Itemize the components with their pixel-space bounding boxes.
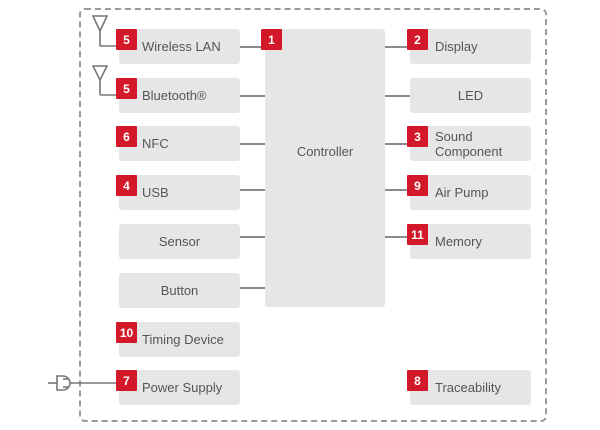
nfc-label: NFC: [142, 136, 169, 151]
air-pump-label: Air Pump: [435, 185, 489, 200]
controller-badge: 1: [261, 29, 282, 50]
antenna-icon: [91, 65, 118, 96]
sound-component-block: Sound Component: [410, 126, 531, 161]
sound-component-label: Sound Component: [435, 128, 503, 159]
button-block: Button: [119, 273, 240, 308]
air-pump-block: Air Pump: [410, 175, 531, 210]
system-boundary-frame: [79, 8, 547, 422]
sensor-label: Sensor: [158, 234, 201, 249]
memory-block: Memory: [410, 224, 531, 259]
connector-sound: [385, 143, 411, 145]
connector-sensor: [240, 236, 265, 238]
button-label: Button: [160, 283, 199, 298]
timing-device-label: Timing Device: [142, 332, 224, 347]
bluetooth-label: Bluetooth®: [142, 88, 207, 103]
connector-button: [240, 287, 265, 289]
connector-air-pump: [385, 189, 411, 191]
power-plug-icon: [48, 375, 118, 391]
sensor-block: Sensor: [119, 224, 240, 259]
wireless-lan-block: Wireless LAN: [119, 29, 240, 64]
led-label: LED: [457, 88, 484, 103]
traceability-block: Traceability: [410, 370, 531, 405]
display-badge: 2: [407, 29, 428, 50]
antenna-icon: [91, 15, 118, 47]
display-block: Display: [410, 29, 531, 64]
connector-usb: [240, 189, 265, 191]
usb-block: USB: [119, 175, 240, 210]
controller-block: Controller: [265, 29, 385, 307]
controller-label: Controller: [296, 143, 354, 159]
power-supply-badge: 7: [116, 370, 137, 391]
display-label: Display: [435, 39, 478, 54]
nfc-badge: 6: [116, 126, 137, 147]
connector-led: [385, 95, 411, 97]
connector-wireless-lan: [240, 46, 265, 48]
usb-label: USB: [142, 185, 169, 200]
connector-bluetooth: [240, 95, 265, 97]
connector-nfc: [240, 143, 265, 145]
sound-component-badge: 3: [407, 126, 428, 147]
timing-device-block: Timing Device: [119, 322, 240, 357]
memory-label: Memory: [435, 234, 482, 249]
wireless-lan-label: Wireless LAN: [142, 39, 221, 54]
memory-badge: 11: [407, 224, 428, 245]
connector-display: [385, 46, 411, 48]
power-supply-block: Power Supply: [119, 370, 240, 405]
wireless-lan-badge: 5: [116, 29, 137, 50]
air-pump-badge: 9: [407, 175, 428, 196]
timing-device-badge: 10: [116, 322, 137, 343]
led-block: LED: [410, 78, 531, 113]
bluetooth-badge: 5: [116, 78, 137, 99]
usb-badge: 4: [116, 175, 137, 196]
nfc-block: NFC: [119, 126, 240, 161]
traceability-badge: 8: [407, 370, 428, 391]
traceability-label: Traceability: [435, 380, 501, 395]
bluetooth-block: Bluetooth®: [119, 78, 240, 113]
connector-memory: [385, 236, 411, 238]
power-supply-label: Power Supply: [142, 380, 223, 395]
